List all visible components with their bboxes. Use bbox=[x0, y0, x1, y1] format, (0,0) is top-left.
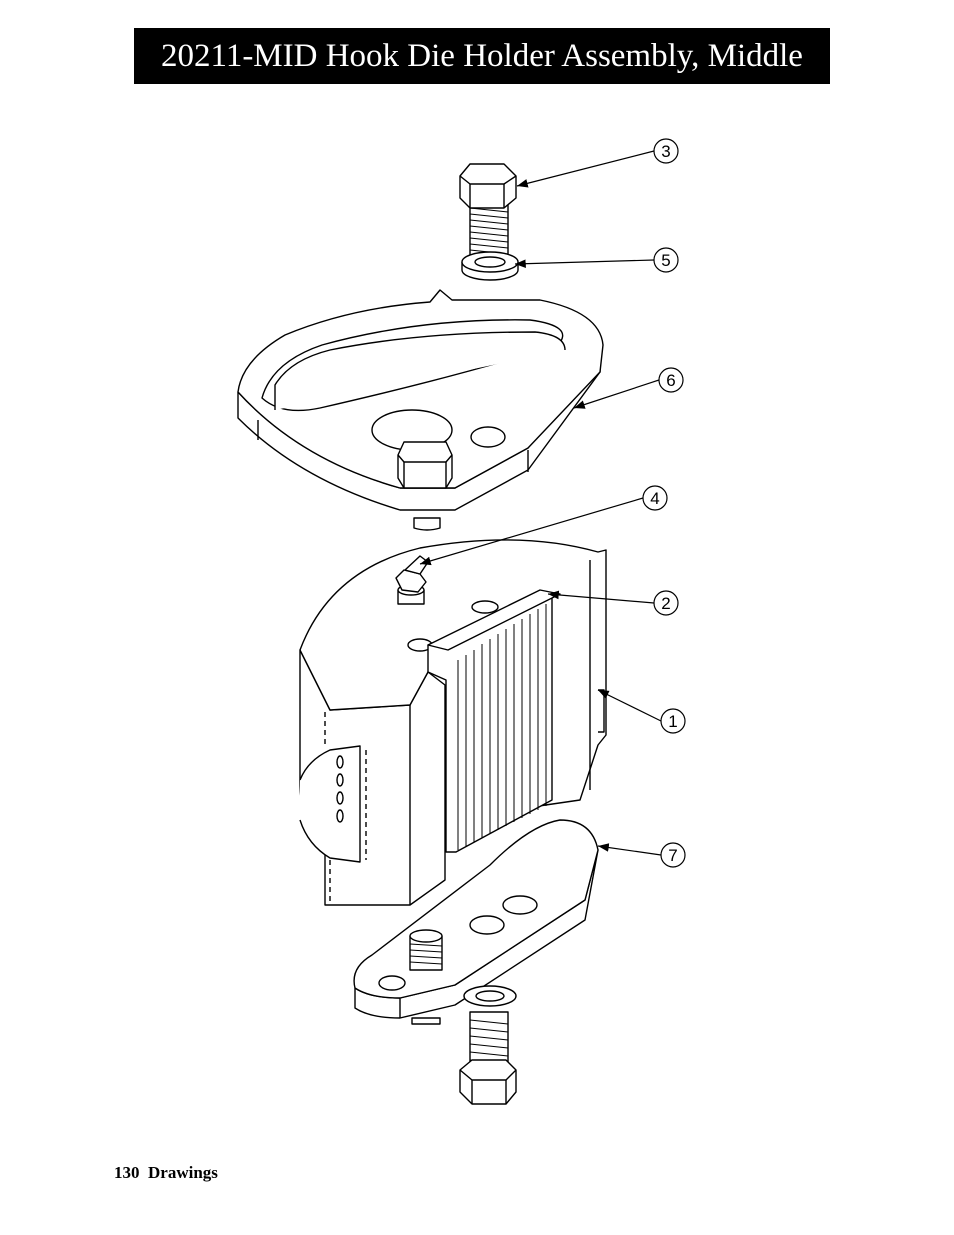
svg-text:3: 3 bbox=[661, 142, 670, 161]
svg-text:1: 1 bbox=[668, 712, 677, 731]
callout-6: 6 bbox=[658, 367, 684, 393]
callout-3: 3 bbox=[653, 138, 679, 164]
page-number: 130 bbox=[114, 1163, 140, 1182]
page-title: 20211-MID Hook Die Holder Assembly, Midd… bbox=[161, 37, 803, 74]
part-top-plate bbox=[237, 289, 604, 531]
callout-5: 5 bbox=[653, 247, 679, 273]
callout-7: 7 bbox=[660, 842, 686, 868]
section-name: Drawings bbox=[148, 1163, 218, 1182]
part-washer bbox=[461, 251, 519, 281]
svg-text:2: 2 bbox=[661, 594, 670, 613]
part-bottom-bolt bbox=[411, 985, 517, 1105]
svg-text:5: 5 bbox=[661, 251, 670, 270]
part-lower-plate bbox=[353, 819, 599, 1019]
svg-text:4: 4 bbox=[650, 489, 659, 508]
callout-1: 1 bbox=[660, 708, 686, 734]
svg-text:6: 6 bbox=[666, 371, 675, 390]
callout-4: 4 bbox=[642, 485, 668, 511]
part-top-bolt bbox=[459, 163, 517, 259]
page-footer: 130 Drawings bbox=[114, 1163, 218, 1183]
callout-2: 2 bbox=[653, 590, 679, 616]
part-serrated-die bbox=[427, 589, 561, 853]
svg-text:7: 7 bbox=[668, 846, 677, 865]
title-bar: 20211-MID Hook Die Holder Assembly, Midd… bbox=[134, 28, 830, 84]
